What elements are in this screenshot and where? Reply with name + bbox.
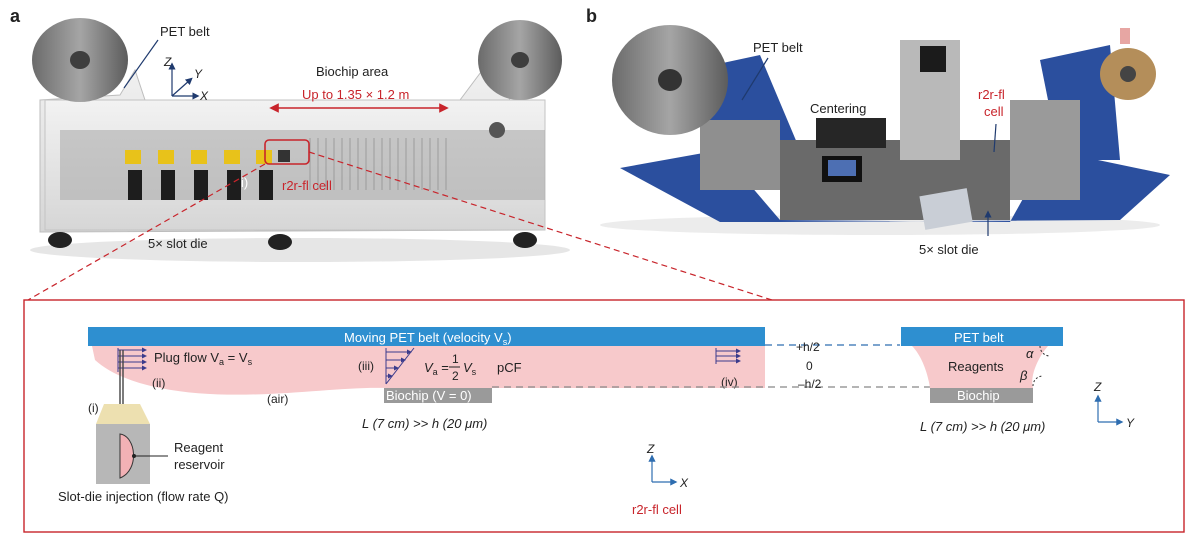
plug-flow-label: Plug flow Va = Vs	[154, 350, 253, 367]
panel-a-letter: a	[10, 6, 21, 26]
alpha-label: α	[1026, 346, 1034, 361]
h-top-label: +h/2	[796, 340, 820, 354]
reagent-cross-section	[912, 346, 1048, 388]
centering-label: Centering	[810, 101, 866, 116]
slot-die-injection-label: Slot-die injection (flow rate Q)	[58, 489, 229, 504]
moving-belt-label: Moving PET belt (velocity Vs)	[344, 330, 512, 347]
r2r-cell-label-b-line1: r2r-fl	[978, 87, 1005, 102]
pet-belt-label-a: PET belt	[160, 24, 210, 39]
axes-detail-left: Z X	[646, 442, 689, 490]
axis-y-label-right: Y	[1126, 416, 1135, 430]
marker-i-a: i)	[241, 175, 248, 190]
pcf-fraction-numerator: 1	[452, 352, 459, 366]
detail-caption: r2r-fl cell	[632, 502, 682, 517]
pet-belt-label-b: PET belt	[753, 40, 803, 55]
reagent-film	[92, 346, 765, 395]
air-label: (air)	[267, 392, 288, 406]
pet-belt-pointer-a	[123, 39, 159, 89]
biochip-size-label: Up to 1.35 × 1.2 m	[302, 87, 409, 102]
r2r-cell-label-b-line2: cell	[984, 104, 1004, 119]
r2r-cell-detail-frame	[23, 299, 1185, 533]
pcf-vs: Vs	[463, 360, 477, 377]
r2r-cell-pointer-b	[993, 123, 997, 153]
panel-b: b PET belt Centering r2r-fl	[586, 6, 1170, 257]
slot-die-label-b: 5× slot die	[919, 242, 979, 257]
r2r-cell-label-a: r2r-fl cell	[282, 178, 332, 193]
reagents-label: Reagents	[948, 359, 1004, 374]
slot-die-injector	[96, 350, 150, 484]
axis-y-label-a: Y	[194, 67, 203, 81]
axis-x-label-a: X	[199, 89, 209, 103]
length-relation-right: L (7 cm) >> h (20 μm)	[920, 419, 1045, 434]
marker-iv: (iv)	[721, 375, 738, 389]
pet-belt-pointer-b	[741, 57, 769, 101]
biochip-block-left	[384, 388, 492, 403]
axis-x-label-detail: X	[679, 476, 689, 490]
zoom-guide-right	[308, 151, 773, 301]
outlet-flow-profile	[715, 348, 741, 364]
contact-angle-beta-arc	[1032, 375, 1043, 387]
machine-a-photo	[30, 18, 570, 262]
slot-die-label-a: 5× slot die	[148, 236, 208, 251]
axis-z-label-right: Z	[1093, 380, 1102, 394]
biochip-label-left: Biochip (V = 0)	[386, 388, 472, 403]
pcf-va: Va =	[424, 360, 449, 377]
contact-angle-alpha-arc	[1039, 345, 1051, 357]
marker-iii: (iii)	[358, 359, 374, 373]
h-bottom-label: –h/2	[798, 377, 822, 391]
axes-detail-right: Z Y	[1093, 380, 1135, 430]
pet-belt-label-right: PET belt	[954, 330, 1004, 345]
pcf-profile	[385, 347, 415, 385]
beta-label: β	[1019, 368, 1028, 383]
axis-z-label-a: Z	[163, 55, 172, 69]
pcf-label: pCF	[497, 360, 522, 375]
reservoir-label-line2: reservoir	[174, 457, 225, 472]
pcf-fraction-denominator: 2	[452, 369, 459, 383]
axes-a: Z Y X	[163, 55, 209, 103]
axis-z-label-detail: Z	[646, 442, 655, 456]
machine-b-photo	[600, 25, 1170, 235]
biochip-cross-section	[930, 388, 1033, 403]
marker-ii: (ii)	[152, 376, 165, 390]
h-mid-label: 0	[806, 359, 813, 373]
biochip-area-label: Biochip area	[316, 64, 389, 79]
marker-i: (i)	[88, 401, 99, 415]
reservoir-label-line1: Reagent	[174, 440, 224, 455]
slot-die-row-a	[125, 150, 290, 200]
moving-pet-belt	[88, 327, 765, 346]
detail-right: PET belt Biochip Reagents α β L (7 cm) >…	[901, 327, 1135, 434]
length-relation-left: L (7 cm) >> h (20 μm)	[362, 416, 487, 431]
panel-b-letter: b	[586, 6, 597, 26]
zoom-guide-left	[27, 163, 266, 301]
pet-belt-cross-section	[901, 327, 1063, 346]
detail-left: Moving PET belt (velocity Vs) Plug flow …	[58, 327, 930, 517]
biochip-label-right: Biochip	[957, 388, 1000, 403]
panel-a: a	[10, 6, 570, 262]
